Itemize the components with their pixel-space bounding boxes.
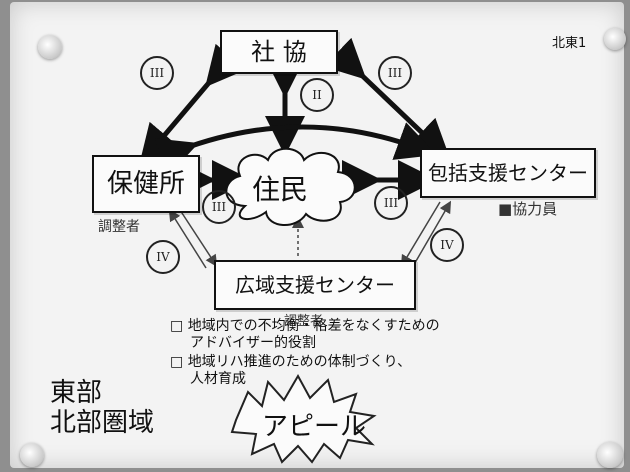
node-koiki-label: 広域支援センター xyxy=(235,273,395,297)
area-label-2: 北部圏域 xyxy=(50,408,155,438)
bullet-item-2: □ 地域リハ推進のための体制づくり、 xyxy=(170,354,440,371)
bullet-box: □ xyxy=(170,318,184,334)
appeal-text: アピール xyxy=(262,412,367,442)
bullet-box: □ xyxy=(170,354,184,370)
bottom-note: 調整者 xyxy=(284,314,324,329)
left-note: 調整者 xyxy=(98,219,140,235)
arrow-right-bottom-2 xyxy=(411,200,452,269)
node-hokatsu-label: 包括支援センター xyxy=(428,161,588,185)
node-koiki: 広域支援センター xyxy=(214,260,416,310)
node-hokenjo-label: 保健所 xyxy=(106,169,185,199)
node-hokenjo: 保健所 xyxy=(92,155,200,213)
roman-center-left: III xyxy=(202,190,236,224)
roman-top-right: III xyxy=(378,56,412,90)
appeal-burst xyxy=(230,373,377,464)
bullet-text: 人材育成 xyxy=(190,371,246,387)
arrow-left-bottom-1 xyxy=(179,209,218,268)
roman-lower-left: IV xyxy=(146,240,180,274)
area-label-1: 東部 xyxy=(50,378,103,408)
corner-label: 北東1 xyxy=(552,36,587,51)
node-hokatsu: 包括支援センター xyxy=(420,148,596,198)
bullet-item-2-cont: 人材育成 xyxy=(170,371,440,388)
bullet-item-1: □ 地域内での不均衡・格差をなくすための xyxy=(170,318,440,335)
bullet-list: □ 地域内での不均衡・格差をなくすための アドバイザー的役割 □ 地域リハ推進の… xyxy=(170,318,440,388)
arrow-right-bottom-1 xyxy=(400,201,441,268)
magnet-bottom-right xyxy=(597,442,623,468)
arrow-arc xyxy=(154,122,437,176)
bullet-item-1-cont: アドバイザー的役割 xyxy=(170,335,440,352)
magnet-top-right xyxy=(604,28,626,50)
node-shakyo-label: 社 協 xyxy=(251,38,307,66)
roman-center-right: III xyxy=(374,186,408,220)
center-label: 住民 xyxy=(252,173,309,206)
roman-lower-right: IV xyxy=(430,228,464,262)
magnet-bottom-left xyxy=(20,443,44,467)
magnet-top-left xyxy=(38,35,62,59)
resident-cloud xyxy=(225,147,356,226)
arrow-left-bottom-2 xyxy=(168,208,207,269)
right-note: ■協力員 xyxy=(498,200,558,218)
bullet-text: 地域リハ推進のための体制づくり、 xyxy=(187,354,412,370)
roman-center-top: II xyxy=(300,78,334,112)
roman-top-left: III xyxy=(140,56,174,90)
bullet-text: アドバイザー的役割 xyxy=(190,335,316,351)
node-shakyo: 社 協 xyxy=(220,30,338,74)
bullet-text: 地域内での不均衡・格差をなくすための xyxy=(187,318,440,334)
